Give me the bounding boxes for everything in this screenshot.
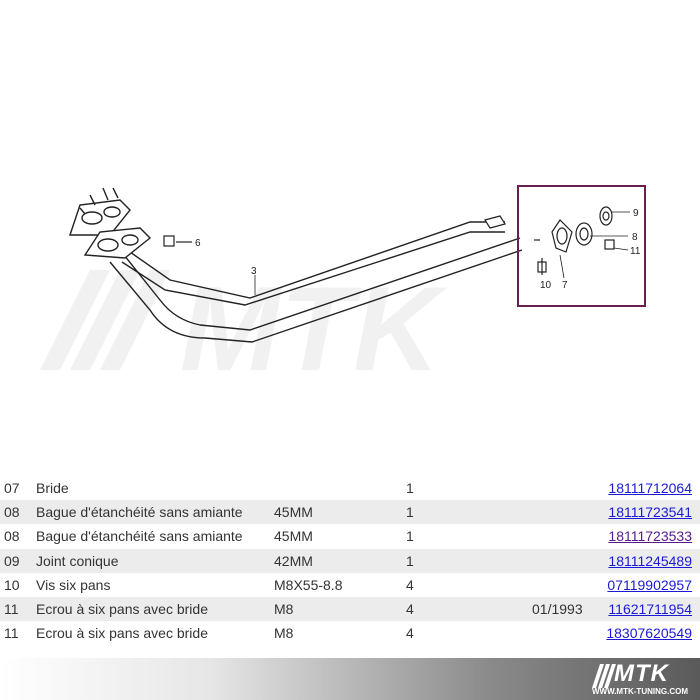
logo-text: MTK [614,660,669,687]
part-reference-link[interactable]: 18307620549 [606,625,692,642]
part-quantity: 4 [406,625,414,642]
logo-url: WWW.MTK-TUNING.COM [592,687,688,696]
part-description: Bride [36,480,69,497]
callout-leaders [254,211,630,295]
part-date [532,573,604,597]
part-number: 08 [4,528,20,545]
part-6-nut [163,235,192,247]
part-quantity: 1 [406,552,414,569]
front-pipe [109,221,523,343]
part-quantity: 1 [406,528,414,545]
part-reference-link[interactable]: 18111723533 [608,528,692,545]
detail-highlight-box [517,185,646,307]
table-row: 11 Ecrou à six pans avec bride M8 4 18307620… [0,621,700,646]
part-description: Ecrou à six pans avec bride [36,601,208,618]
part-spec: M8 [274,625,294,642]
part-number: 10 [4,576,20,593]
callout-6: 6 [195,238,201,249]
part-number: 09 [4,552,20,569]
part-description: Joint conique [36,552,119,569]
callout-11: 11 [630,246,641,257]
part-spec: 42MM [274,552,313,569]
part-reference-cell: 18111245489 [604,549,700,573]
part-spec: 45MM [274,528,313,545]
part-date [532,621,604,645]
callout-9: 9 [633,208,639,219]
part-quantity: 4 [406,601,414,618]
footer-bar [0,658,700,700]
mtk-watermark: MTK [40,262,447,396]
svg-text:MTK: MTK [180,262,447,396]
part-spec: M8X55-8.8 [274,576,343,593]
callout-3: 3 [251,266,257,277]
callout-10: 10 [540,280,552,291]
part-reference-cell: 07119902957 [604,573,700,597]
manifold-flange [69,187,152,259]
part-description: Bague d'étanchéité sans amiante [36,504,243,521]
part-reference-cell: 18111712064 [604,476,700,500]
part-date [532,476,604,500]
part-description: Bague d'étanchéité sans amiante [36,528,243,545]
pipe-outlet-collar [484,215,506,229]
table-row: 08 Bague d'étanchéité sans amiante 45MM 1 18… [0,500,700,525]
part-reference-cell: 18111723541 [604,500,700,524]
mtk-logo[interactable]: MTK WWW.MTK-TUNING.COM [592,660,692,696]
table-row: 08 Bague d'étanchéité sans amiante 45MM 1 18… [0,524,700,549]
table-row: 10 Vis six pans M8X55-8.8 4 07119902957 [0,572,700,597]
part-number: 08 [4,504,20,521]
part-spec: 45MM [274,504,313,521]
part-number: 11 [4,601,19,618]
exhaust-pipe-diagram: MTK [40,185,646,396]
part-reference-link[interactable]: 11621711954 [608,601,692,618]
part-date [532,524,604,548]
detail-parts [534,206,615,275]
part-reference-link[interactable]: 18111712064 [608,480,692,497]
callout-8: 8 [632,232,638,243]
part-date [532,549,604,573]
part-reference-cell: 11621711954 [604,597,700,621]
part-reference-link[interactable]: 07119902957 [607,576,692,593]
table-row: 11 Ecrou à six pans avec bride M8 4 01/1993 1… [0,596,700,622]
callout-7: 7 [562,280,568,291]
logo-slashes-icon [592,664,616,688]
part-reference-link[interactable]: 18111245489 [608,552,692,569]
part-spec: M8 [274,601,294,618]
part-number: 07 [4,480,20,497]
part-date [532,500,604,524]
part-reference-link[interactable]: 18111723541 [608,504,692,521]
part-quantity: 1 [406,480,414,497]
part-date: 01/1993 [532,601,583,618]
part-quantity: 4 [406,576,414,593]
part-description: Ecrou à six pans avec bride [36,625,208,642]
part-reference-cell: 18307620549 [604,621,700,645]
part-spec [274,476,406,500]
part-reference-cell: 18111723533 [604,524,700,548]
part-description: Vis six pans [36,576,111,593]
part-quantity: 1 [406,504,414,521]
part-number: 11 [4,625,19,642]
table-row: 09 Joint conique 42MM 1 18111245489 [0,548,700,573]
table-row: 07 Bride 1 18111712064 [0,476,700,501]
